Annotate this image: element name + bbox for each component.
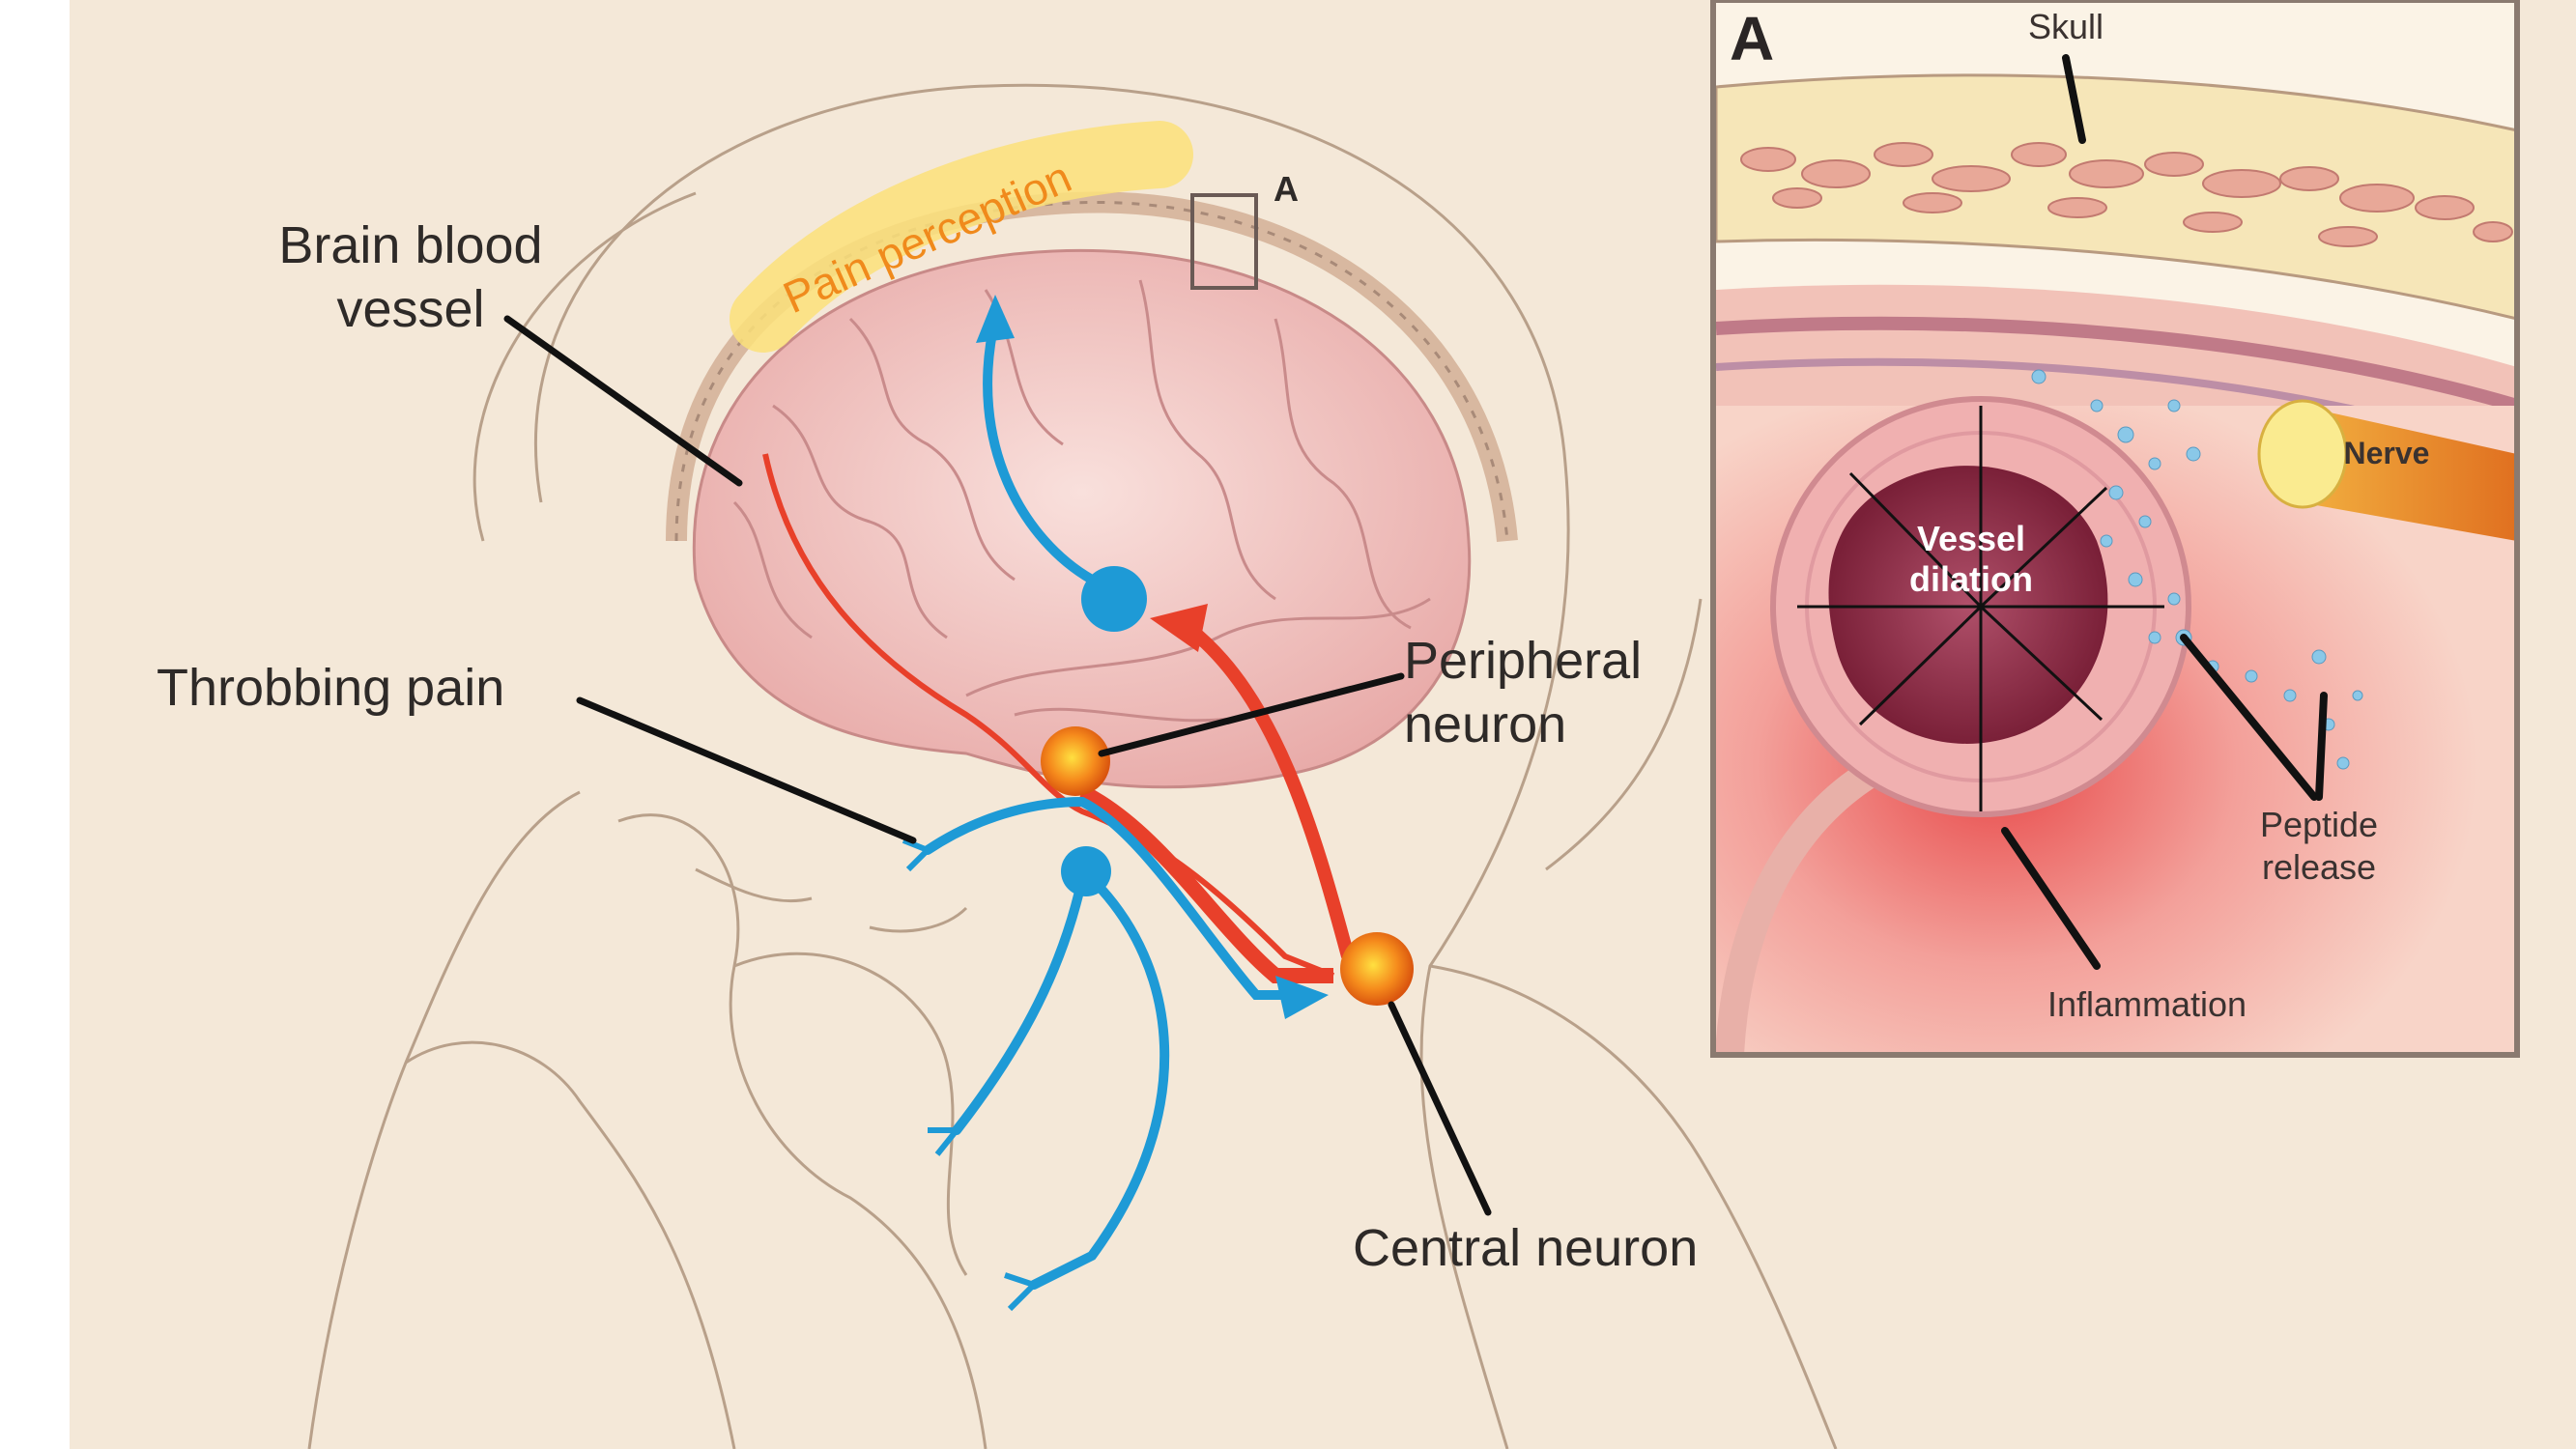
skull-layer xyxy=(1716,73,2514,320)
red-lower-pathway xyxy=(1078,784,1333,983)
blue-pathways xyxy=(923,314,1319,1290)
pain-perception-highlight xyxy=(730,121,1193,353)
brain-blood-vessel-label-1: Brain blood xyxy=(278,216,542,274)
inset-panel-a: A Skull Nerve Vessel dilation Peptide re… xyxy=(1710,0,2520,1058)
skull-label: Skull xyxy=(2028,7,2104,46)
vessel-lumen xyxy=(1828,466,2108,744)
inset-marker-letter: A xyxy=(1274,169,1299,209)
red-arrowhead-icon xyxy=(1150,604,1208,652)
peripheral-neuron xyxy=(1041,726,1110,796)
brain-blood-vessel xyxy=(762,453,1335,979)
vessel-dilation-label-2: dilation xyxy=(1909,559,2033,599)
inset-marker-box xyxy=(1190,193,1258,290)
peripheral-neuron-label-2: neuron xyxy=(1404,696,1566,753)
brain-blood-vessel-label-2: vessel xyxy=(336,280,484,338)
blue-neuron-lower xyxy=(1061,846,1111,896)
peripheral-neuron-label-1: Peripheral xyxy=(1404,632,1642,690)
skull-bone-fragments xyxy=(1740,142,2513,247)
central-neuron-label: Central neuron xyxy=(1353,1219,1698,1277)
skull-dashes xyxy=(674,200,1509,542)
blue-arrowhead-icon xyxy=(1275,976,1329,1019)
leader-lines xyxy=(503,315,1492,1216)
throbbing-pain-label: Throbbing pain xyxy=(157,659,504,717)
blue-neuron-upper xyxy=(1081,566,1147,632)
inset-panel-letter: A xyxy=(1730,4,1774,73)
nerve-cross-section xyxy=(2257,399,2348,509)
nerve-label: Nerve xyxy=(2344,436,2430,470)
peptide-release-label-2: release xyxy=(2262,847,2376,887)
dilation-arrows xyxy=(1797,406,2164,811)
brain xyxy=(692,248,1472,789)
inset-leader-lines xyxy=(2001,54,2328,970)
nerve-endings xyxy=(902,838,1037,1312)
inflammation-label: Inflammation xyxy=(2047,984,2247,1024)
head-sketch xyxy=(307,83,1838,1449)
peptide-release-label-1: Peptide xyxy=(2260,805,2378,844)
central-neuron xyxy=(1340,932,1414,1006)
blue-arrowhead-icon xyxy=(976,295,1015,343)
peptide-particles xyxy=(2031,369,2363,770)
dura-layer xyxy=(1716,316,2514,412)
vessel-dilation-label-1: Vessel xyxy=(1917,519,2025,558)
red-pathway xyxy=(1184,622,1355,958)
nerve-fiber xyxy=(2300,406,2514,541)
